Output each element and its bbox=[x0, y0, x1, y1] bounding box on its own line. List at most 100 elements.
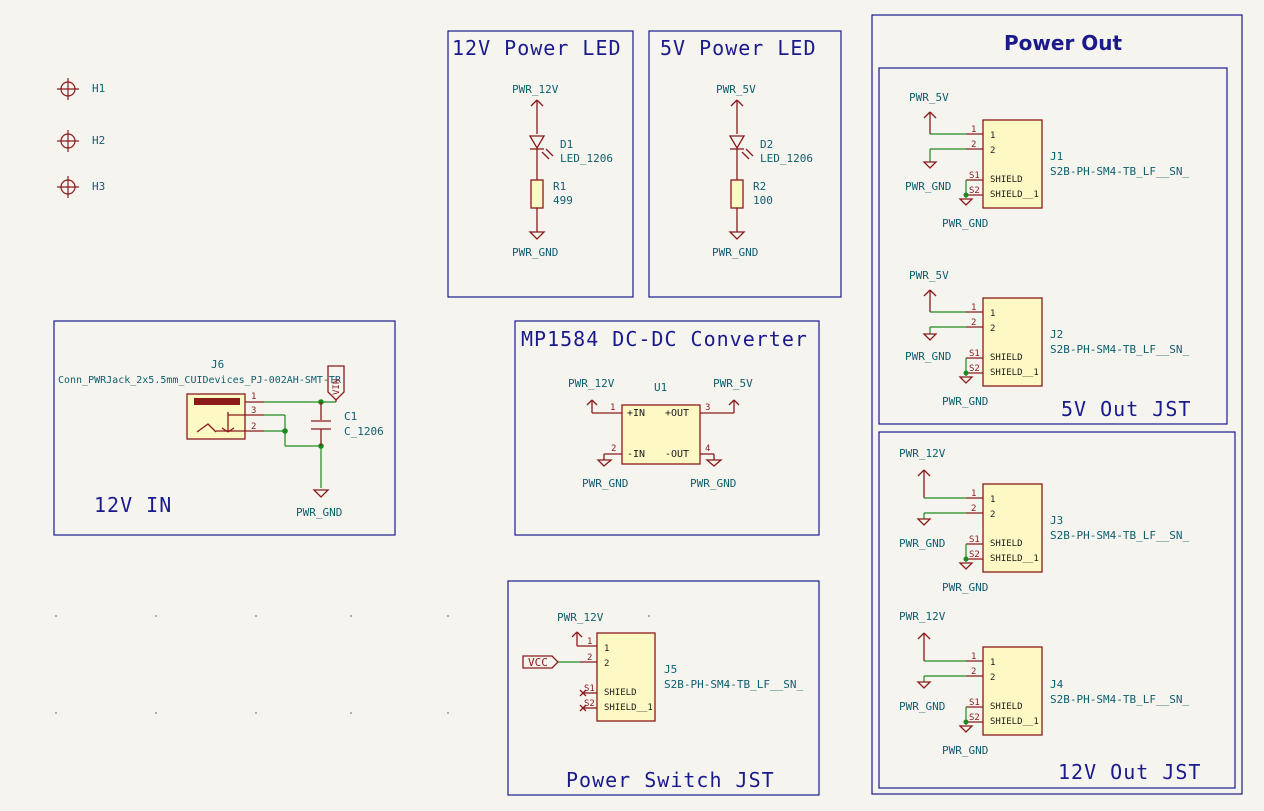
svg-text:S1: S1 bbox=[969, 349, 980, 359]
net-label: PWR_GND bbox=[942, 217, 988, 230]
svg-text:4: 4 bbox=[705, 444, 710, 454]
hole-label: H2 bbox=[92, 134, 105, 147]
connector-j2[interactable]: PWR_5V 1 2 PWR_GND 1 2 SHIELD SHIELD__1 … bbox=[905, 269, 1189, 408]
component-value: LED_1206 bbox=[560, 152, 613, 165]
svg-text:S1: S1 bbox=[969, 535, 980, 545]
component-value: C_1206 bbox=[344, 425, 384, 438]
vcc-label: VCC bbox=[528, 656, 548, 669]
svg-text:1: 1 bbox=[604, 644, 609, 654]
component-value: LED_1206 bbox=[760, 152, 813, 165]
svg-text:2: 2 bbox=[587, 653, 592, 663]
svg-text:SHIELD: SHIELD bbox=[990, 702, 1023, 712]
component-ref: R2 bbox=[753, 180, 766, 193]
sheet-title: 12V Out JST bbox=[1058, 760, 1201, 784]
net-label: PWR_12V bbox=[512, 83, 559, 96]
grid-marks bbox=[55, 615, 650, 714]
hole-label: H1 bbox=[92, 82, 105, 95]
net-label: PWR_GND bbox=[712, 246, 758, 259]
svg-text:S1: S1 bbox=[969, 171, 980, 181]
mounting-hole-h1[interactable]: H1 bbox=[57, 78, 105, 100]
connector-j1[interactable]: PWR_5V 1 2 PWR_GND 1 2 SHIELD SHIELD__1 … bbox=[905, 91, 1189, 230]
svg-text:1: 1 bbox=[971, 489, 976, 499]
svg-text:+OUT: +OUT bbox=[665, 408, 689, 419]
sheet-5v-power-led[interactable]: 5V Power LED PWR_5V D2 LED_1206 R2 100 P… bbox=[648, 30, 842, 298]
sheet-title: 5V Power LED bbox=[660, 36, 817, 60]
svg-text:2: 2 bbox=[990, 324, 995, 334]
sheet-title: 5V Out JST bbox=[1061, 397, 1191, 421]
mounting-hole-h2[interactable]: H2 bbox=[57, 130, 105, 152]
svg-text:-OUT: -OUT bbox=[665, 449, 689, 460]
svg-text:2: 2 bbox=[990, 146, 995, 156]
svg-text:3: 3 bbox=[251, 406, 256, 416]
net-label: PWR_12V bbox=[899, 610, 946, 623]
component-value: 499 bbox=[553, 194, 573, 207]
sheet-power-out[interactable]: Power Out bbox=[871, 14, 1243, 795]
net-label: PWR_GND bbox=[582, 477, 628, 490]
net-label: PWR_12V bbox=[899, 447, 946, 460]
connector-j3[interactable]: PWR_12V 1 2 PWR_GND 1 2 SHIELD SHIELD__1… bbox=[899, 447, 1189, 594]
net-label: PWR_5V bbox=[716, 83, 756, 96]
sheet-title: Power Out bbox=[1004, 31, 1123, 55]
svg-text:SHIELD: SHIELD bbox=[604, 688, 637, 698]
sheet-5v-out-jst[interactable]: 5V Out JST PWR_5V 1 2 PWR_GND 1 2 SHIELD… bbox=[878, 67, 1228, 425]
svg-text:2: 2 bbox=[990, 673, 995, 683]
component-value: 100 bbox=[753, 194, 773, 207]
component-value: S2B-PH-SM4-TB_LF__SN_ bbox=[1050, 529, 1189, 542]
component-ref: J5 bbox=[664, 663, 677, 676]
svg-text:-IN: -IN bbox=[627, 449, 645, 460]
svg-text:3: 3 bbox=[705, 403, 710, 413]
svg-text:S2: S2 bbox=[969, 186, 980, 196]
svg-text:2: 2 bbox=[971, 318, 976, 328]
svg-text:SHIELD: SHIELD bbox=[990, 539, 1023, 549]
component-ref: D1 bbox=[560, 138, 573, 151]
svg-text:SHIELD__1: SHIELD__1 bbox=[990, 368, 1039, 378]
component-value: S2B-PH-SM4-TB_LF__SN_ bbox=[1050, 693, 1189, 706]
sheet-dcdc-converter[interactable]: MP1584 DC-DC Converter U1 +IN +OUT -IN -… bbox=[514, 320, 820, 536]
component-ref: D2 bbox=[760, 138, 773, 151]
net-label: PWR_12V bbox=[557, 611, 604, 624]
svg-text:S1: S1 bbox=[969, 698, 980, 708]
svg-text:1: 1 bbox=[971, 652, 976, 662]
sheet-12v-power-led[interactable]: 12V Power LED PWR_12V D1 LED_1206 R1 499… bbox=[447, 30, 634, 298]
svg-text:SHIELD: SHIELD bbox=[990, 175, 1023, 185]
svg-text:S2: S2 bbox=[584, 699, 595, 709]
net-label: PWR_5V bbox=[713, 377, 753, 390]
svg-text:SHIELD__1: SHIELD__1 bbox=[990, 554, 1039, 564]
component-value: Conn_PWRJack_2x5.5mm_CUIDevices_PJ-002AH… bbox=[58, 375, 342, 386]
sheet-title: 12V Power LED bbox=[452, 36, 622, 60]
component-ref: U1 bbox=[654, 381, 667, 394]
svg-text:SHIELD__1: SHIELD__1 bbox=[604, 703, 653, 713]
connector-j4[interactable]: PWR_12V 1 2 PWR_GND 1 2 SHIELD SHIELD__1… bbox=[899, 610, 1189, 757]
svg-text:SHIELD__1: SHIELD__1 bbox=[990, 190, 1039, 200]
net-label: PWR_GND bbox=[942, 744, 988, 757]
component-value: S2B-PH-SM4-TB_LF__SN_ bbox=[1050, 343, 1189, 356]
component-ref: R1 bbox=[553, 180, 566, 193]
net-label: PWR_GND bbox=[905, 350, 951, 363]
svg-text:2: 2 bbox=[611, 444, 616, 454]
sheet-12v-in[interactable]: 12V IN J6 Conn_PWRJack_2x5.5mm_CUIDevice… bbox=[53, 320, 396, 536]
svg-text:1: 1 bbox=[587, 637, 592, 647]
net-label: PWR_5V bbox=[909, 269, 949, 282]
component-ref: J2 bbox=[1050, 328, 1063, 341]
sheet-power-switch-jst[interactable]: Power Switch JST PWR_12V 1 VCC 2 1 2 SHI… bbox=[507, 580, 820, 796]
net-label: PWR_GND bbox=[905, 180, 951, 193]
component-ref: J3 bbox=[1050, 514, 1063, 527]
component-ref: J6 bbox=[211, 358, 224, 371]
svg-text:1: 1 bbox=[251, 392, 256, 402]
net-label: PWR_GND bbox=[512, 246, 558, 259]
net-label: PWR_GND bbox=[942, 581, 988, 594]
svg-text:2: 2 bbox=[971, 140, 976, 150]
net-label: PWR_GND bbox=[296, 506, 342, 519]
net-label: PWR_GND bbox=[899, 700, 945, 713]
svg-text:1: 1 bbox=[971, 303, 976, 313]
sheet-12v-out-jst[interactable]: 12V Out JST PWR_12V 1 2 PWR_GND 1 2 SHIE… bbox=[878, 431, 1236, 789]
net-label: PWR_GND bbox=[690, 477, 736, 490]
mounting-hole-h3[interactable]: H3 bbox=[57, 176, 105, 198]
svg-text:SHIELD__1: SHIELD__1 bbox=[990, 717, 1039, 727]
svg-text:2: 2 bbox=[604, 659, 609, 669]
component-value: S2B-PH-SM4-TB_LF__SN_ bbox=[1050, 165, 1189, 178]
net-label: PWR_GND bbox=[942, 395, 988, 408]
svg-text:1: 1 bbox=[990, 658, 995, 668]
svg-text:S1: S1 bbox=[584, 684, 595, 694]
